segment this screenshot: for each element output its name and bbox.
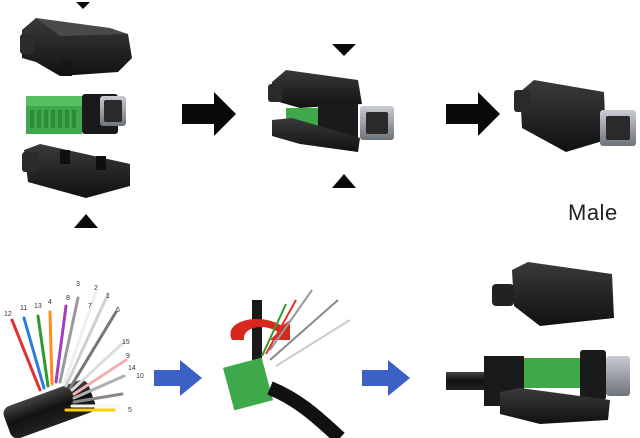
bottom-housing-shell	[22, 144, 130, 198]
wire-number: 13	[34, 303, 42, 310]
wire-number: 15	[122, 339, 130, 346]
wire-number: 2	[94, 285, 98, 292]
wire-number: 1	[106, 293, 110, 300]
wire-number: 14	[128, 365, 136, 372]
wire-number: 4	[48, 299, 52, 306]
arrow-right-icon	[446, 92, 500, 136]
wire-number: 10	[136, 373, 144, 380]
wire-number: 8	[66, 295, 70, 302]
wire-number: 7	[88, 303, 92, 310]
top-housing-shell	[20, 18, 132, 76]
arrow-down-icon	[332, 44, 356, 56]
arrow-down-icon	[76, 2, 90, 9]
wiring-step	[222, 289, 351, 438]
wire-number: 3	[76, 281, 80, 288]
wire-bundle: 12 11 13 4 8 3 2 1 7 6 15 9 14 10 5	[3, 281, 144, 438]
wire-number: 6	[116, 307, 120, 314]
assembly-step-2	[268, 44, 394, 188]
wire-number: 5	[128, 407, 132, 414]
arrow-right-icon	[362, 360, 410, 396]
terminal-board	[26, 94, 126, 134]
final-assembly	[446, 262, 630, 424]
arrow-up-icon	[74, 214, 98, 228]
assembled-male-connector	[514, 80, 636, 152]
wire-number: 9	[126, 353, 130, 360]
exploded-parts-group	[20, 2, 132, 228]
wire-number: 12	[4, 311, 12, 318]
wire-number: 11	[20, 305, 27, 312]
rotate-arrow-icon	[230, 318, 290, 340]
arrow-up-icon	[332, 174, 356, 188]
arrow-right-icon	[182, 92, 236, 136]
arrow-right-icon	[154, 360, 202, 396]
male-label: Male	[568, 200, 618, 225]
